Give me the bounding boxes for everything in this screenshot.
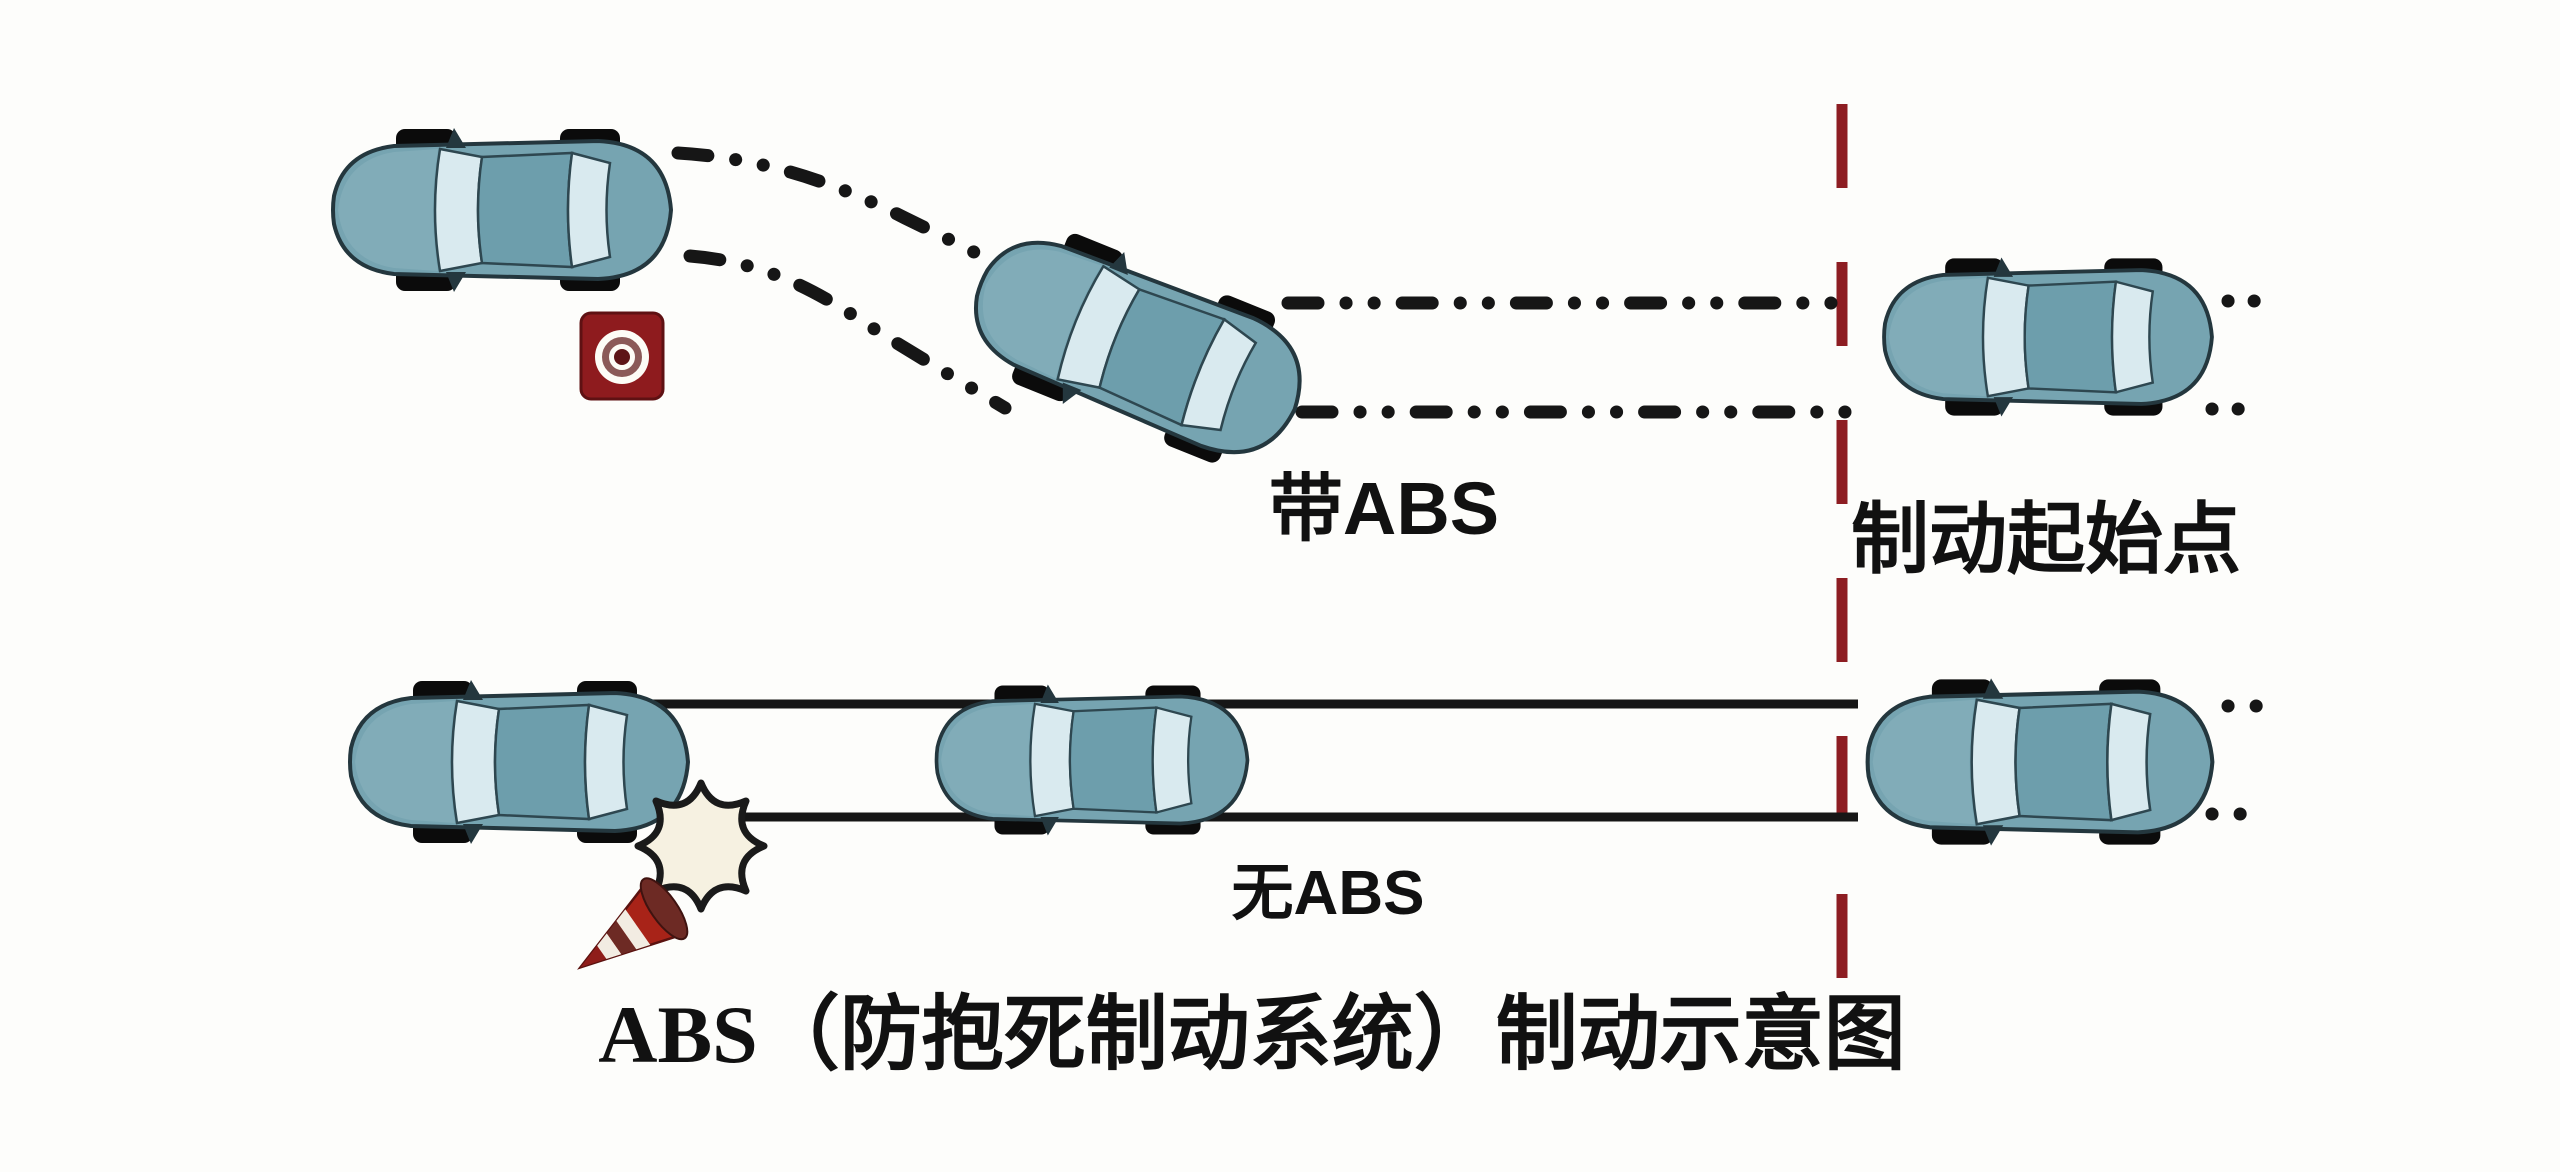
cone-base xyxy=(639,877,689,941)
car-noabs-skidding xyxy=(934,682,1250,838)
car-noabs-at-brake-point xyxy=(1868,678,2213,845)
car-noabs-crashed xyxy=(348,678,690,846)
target-icon xyxy=(579,311,665,401)
traffic-cone-icon xyxy=(562,877,689,993)
label-without-abs: 无ABS xyxy=(1232,859,1425,928)
car-abs-start xyxy=(331,126,673,294)
label-with-abs: 带ABS xyxy=(1269,467,1499,550)
car-abs-swerving xyxy=(948,204,1328,488)
label-brake-start: 制动起始点 xyxy=(1851,495,2241,583)
target-center-dot xyxy=(614,349,630,365)
target-ring xyxy=(602,337,642,377)
trajectory-lower-curve xyxy=(683,249,1012,415)
crash-star-icon xyxy=(634,779,768,913)
diagram-caption: ABS（防抱死制动系统）制动示意图 xyxy=(598,989,1906,1080)
car-abs-at-brake-point xyxy=(1882,255,2214,419)
